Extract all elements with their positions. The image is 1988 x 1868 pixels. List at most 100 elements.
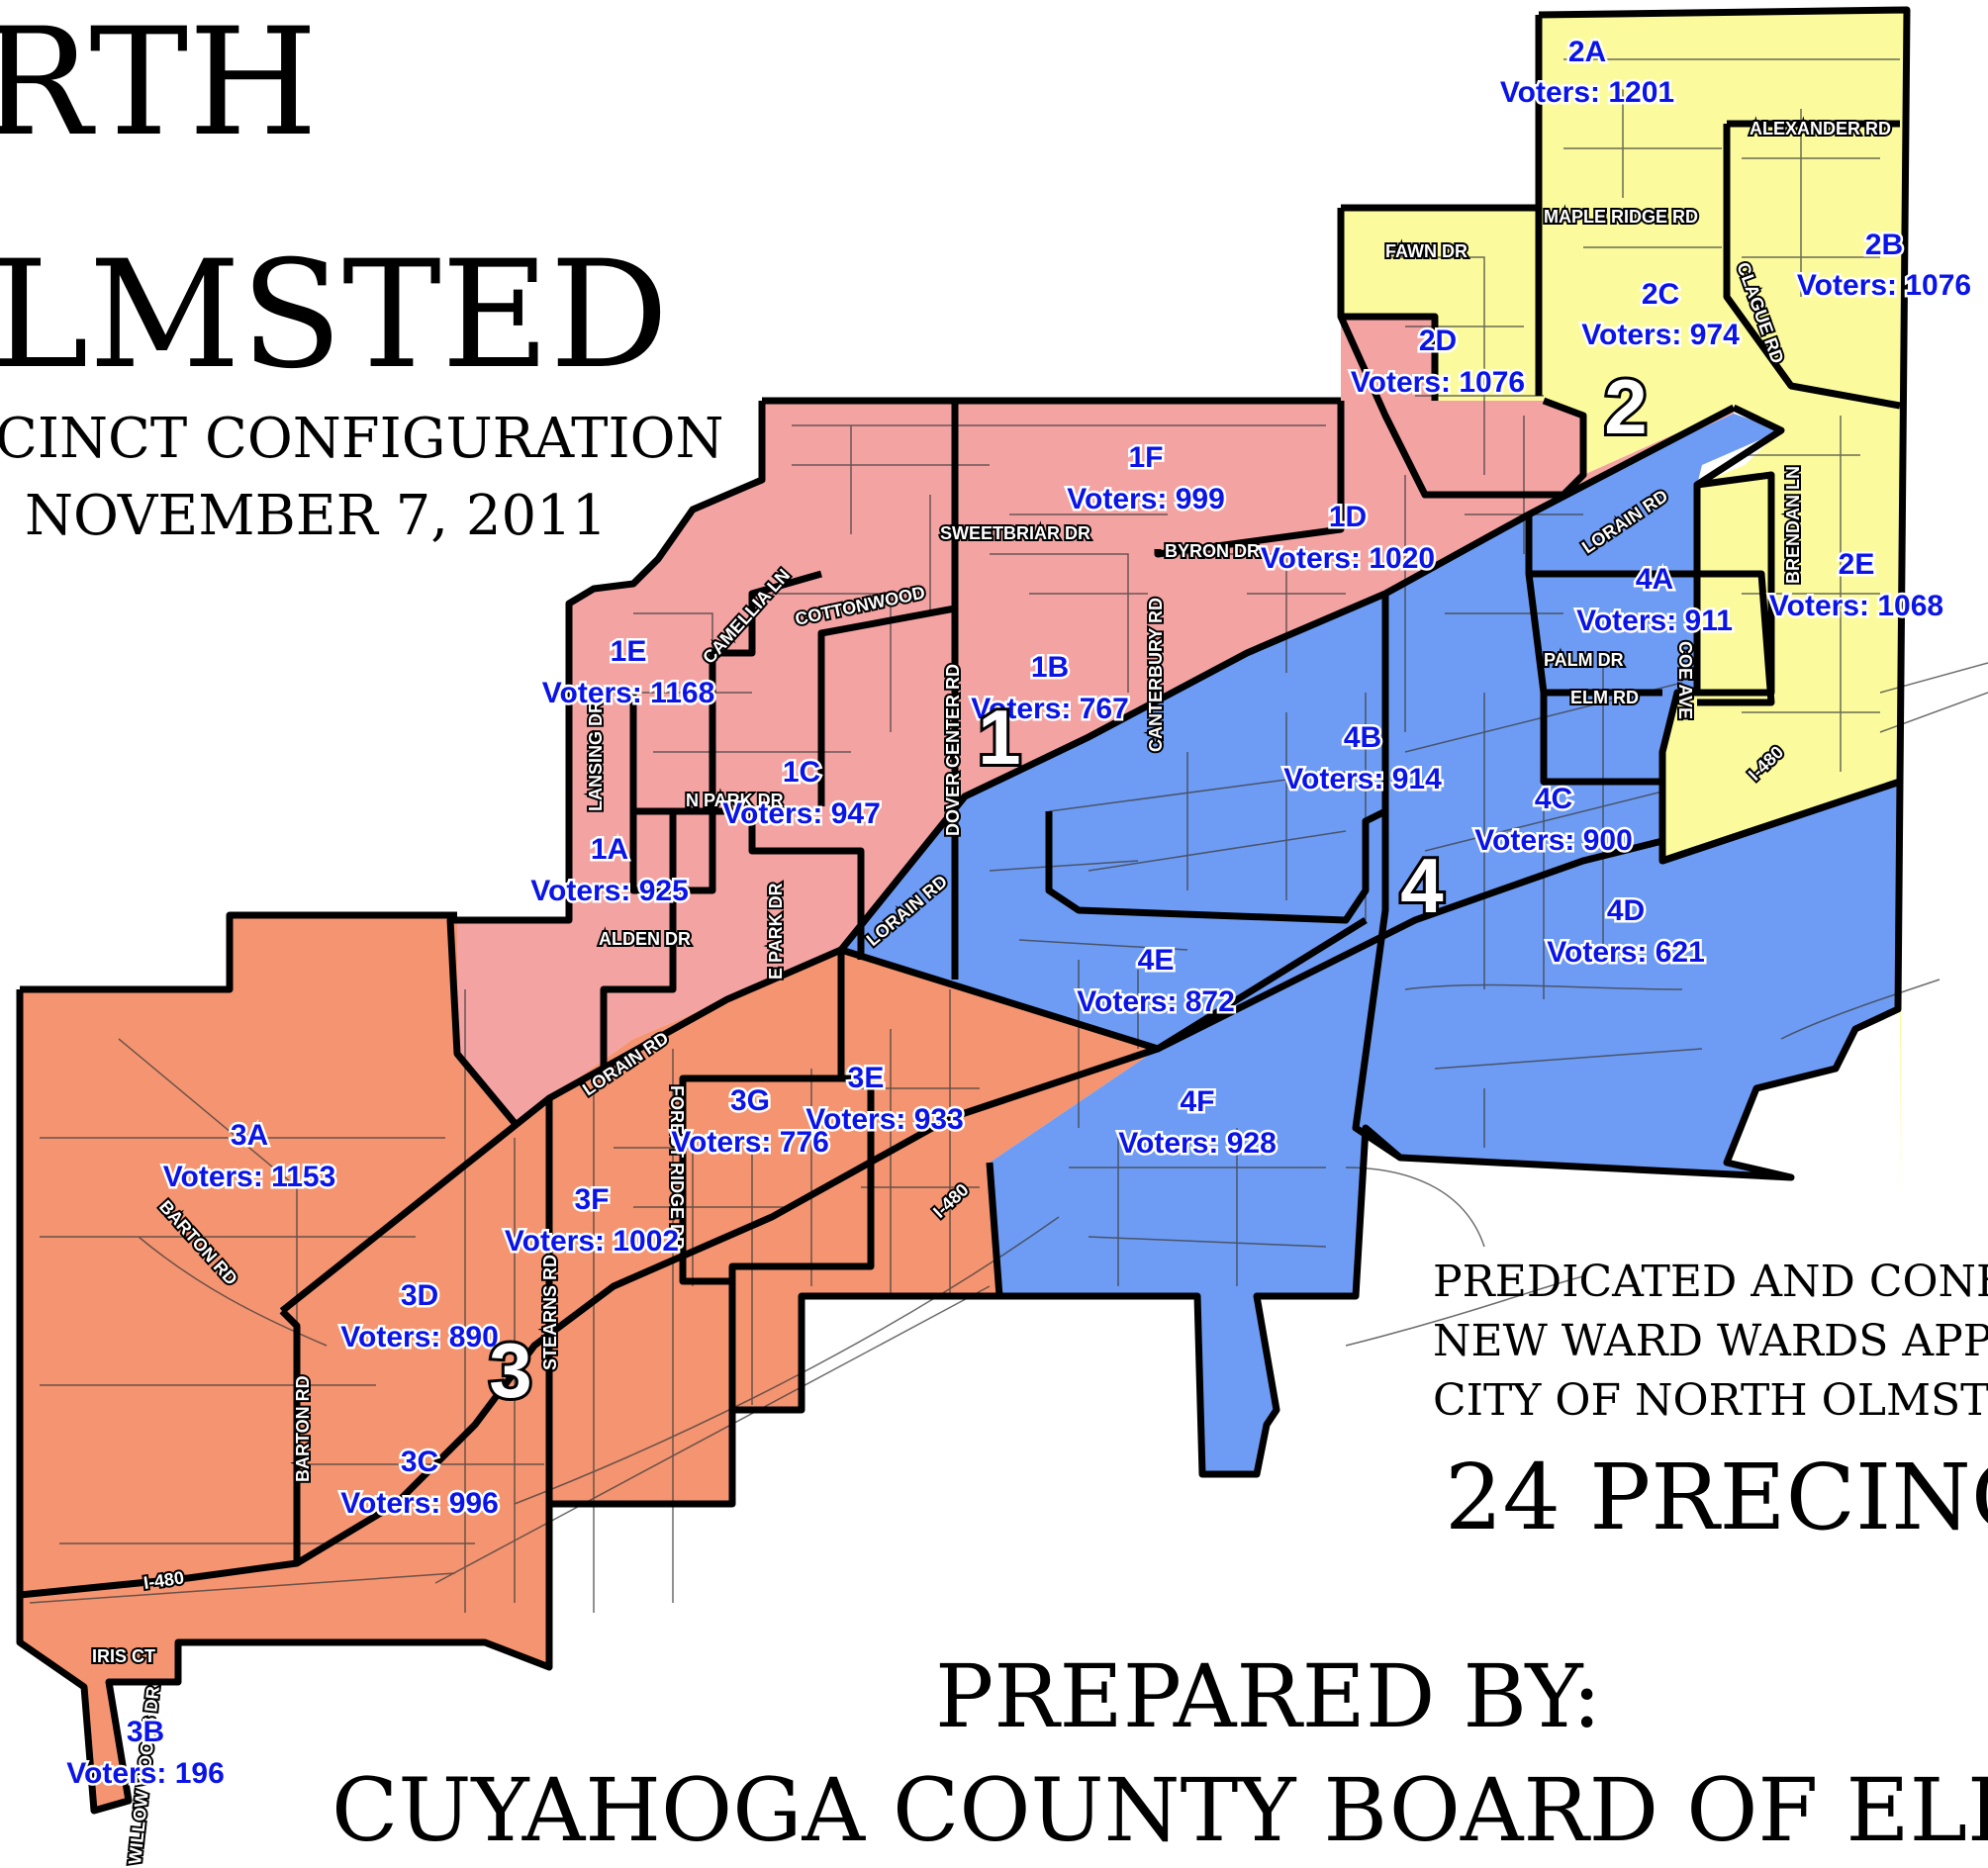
precinct-3e-label: 3E Voters: 933 bbox=[804, 1060, 967, 1139]
title-line-2: LMSTED bbox=[0, 230, 669, 402]
svg-text:3G: 3G bbox=[730, 1084, 770, 1117]
precinct-4c-label: 4C Voters: 900 bbox=[1472, 781, 1636, 860]
svg-text:2D: 2D bbox=[1419, 325, 1457, 357]
ward-1-area bbox=[450, 317, 1734, 1123]
svg-text:1C: 1C bbox=[783, 756, 820, 789]
svg-text:Voters: 996: Voters: 996 bbox=[340, 1487, 499, 1520]
note-line-3: CITY OF NORTH OLMSTE bbox=[1433, 1375, 1988, 1426]
ward-number-1: 1 bbox=[978, 694, 1020, 781]
precinct-count: 24 PRECINC bbox=[1445, 1445, 1988, 1550]
precinct-3f-label: 3F Voters: 1002 bbox=[502, 1181, 681, 1261]
street-label: MAPLE RIDGE RD bbox=[1544, 207, 1698, 227]
street-label: ALEXANDER RD bbox=[1750, 119, 1891, 139]
prepared-by-name: CUYAHOGA COUNTY BOARD OF ELEC bbox=[331, 1759, 1988, 1861]
street-label: ALDEN DR bbox=[599, 929, 691, 949]
street-label: N PARK DR bbox=[686, 791, 784, 810]
svg-text:2B: 2B bbox=[1865, 229, 1903, 261]
svg-text:Voters: 947: Voters: 947 bbox=[722, 797, 881, 830]
svg-text:4E: 4E bbox=[1138, 944, 1175, 977]
svg-text:2C: 2C bbox=[1642, 278, 1679, 311]
svg-text:1E: 1E bbox=[611, 635, 647, 668]
svg-text:3B: 3B bbox=[127, 1716, 164, 1748]
svg-text:Voters: 621: Voters: 621 bbox=[1547, 936, 1705, 969]
street-label: SWEETBRIAR DR bbox=[940, 523, 1090, 543]
svg-text:4A: 4A bbox=[1636, 563, 1673, 596]
svg-text:Voters: 1076: Voters: 1076 bbox=[1797, 269, 1971, 302]
title-line-3: CINCT CONFIGURATION bbox=[0, 407, 724, 471]
ward-2-area bbox=[1341, 10, 1907, 1197]
ward-number-2: 2 bbox=[1604, 363, 1647, 450]
svg-text:Voters: 872: Voters: 872 bbox=[1077, 985, 1235, 1018]
street-network bbox=[29, 58, 1988, 1613]
precinct-3c-label: 3C Voters: 996 bbox=[338, 1444, 502, 1523]
prepared-by-heading: PREPARED BY: bbox=[935, 1645, 1601, 1747]
precinct-4d-label: 4D Voters: 621 bbox=[1545, 892, 1708, 972]
precinct-1f-label: 1F Voters: 999 bbox=[1065, 439, 1228, 518]
svg-text:Voters: 196: Voters: 196 bbox=[66, 1757, 225, 1790]
svg-text:Voters: 1068: Voters: 1068 bbox=[1769, 590, 1943, 622]
svg-text:Voters: 1002: Voters: 1002 bbox=[505, 1225, 679, 1258]
street-label: ELM RD bbox=[1570, 688, 1639, 707]
svg-text:Voters: 928: Voters: 928 bbox=[1118, 1127, 1277, 1160]
precinct-4e-label: 4E Voters: 872 bbox=[1075, 942, 1238, 1021]
svg-text:1F: 1F bbox=[1128, 441, 1163, 474]
street-label: FAWN DR bbox=[1385, 241, 1467, 261]
svg-text:1B: 1B bbox=[1031, 651, 1069, 684]
prepared-block: PREPARED BY: CUYAHOGA COUNTY BOARD OF EL… bbox=[331, 1645, 1988, 1861]
svg-text:Voters: 999: Voters: 999 bbox=[1067, 483, 1225, 515]
svg-text:1D: 1D bbox=[1329, 501, 1367, 533]
svg-text:Voters: 914: Voters: 914 bbox=[1283, 763, 1442, 795]
svg-text:3F: 3F bbox=[574, 1183, 609, 1216]
svg-text:4F: 4F bbox=[1180, 1085, 1214, 1118]
lorain-rd-line bbox=[279, 404, 1736, 1314]
svg-text:4C: 4C bbox=[1535, 783, 1572, 815]
street-label: CANTERBURY RD bbox=[1146, 598, 1166, 752]
precinct-1a-label: 1A Voters: 925 bbox=[528, 831, 692, 910]
precinct-2c-label: 2C Voters: 974 bbox=[1579, 276, 1743, 354]
ward-number-3: 3 bbox=[489, 1327, 531, 1414]
precinct-1e-label: 1E Voters: 1168 bbox=[539, 633, 717, 712]
svg-text:1A: 1A bbox=[591, 833, 628, 866]
street-label: LANSING DR bbox=[586, 700, 606, 811]
note-line-1: PREDICATED AND CONFO bbox=[1433, 1257, 1988, 1307]
street-label: BRENDAN LN bbox=[1783, 466, 1803, 584]
precinct-3d-label: 3D Voters: 890 bbox=[338, 1277, 502, 1356]
ward-number-4: 4 bbox=[1400, 842, 1443, 929]
svg-text:3E: 3E bbox=[848, 1062, 885, 1094]
svg-text:Voters: 1076: Voters: 1076 bbox=[1351, 366, 1525, 399]
precinct-borders bbox=[16, 6, 1911, 1815]
street-label: BARTON RD bbox=[293, 1375, 313, 1482]
svg-text:3A: 3A bbox=[231, 1119, 268, 1152]
svg-text:3C: 3C bbox=[401, 1446, 438, 1478]
street-label: IRIS CT bbox=[92, 1646, 155, 1666]
street-label: COE AVE bbox=[1675, 641, 1695, 719]
svg-text:Voters: 933: Voters: 933 bbox=[805, 1103, 964, 1136]
title-block: RTH LMSTED CINCT CONFIGURATION NOVEMBER … bbox=[0, 0, 724, 548]
svg-text:2E: 2E bbox=[1839, 548, 1875, 581]
svg-text:4D: 4D bbox=[1607, 894, 1645, 927]
svg-text:Voters: 900: Voters: 900 bbox=[1474, 824, 1633, 857]
svg-text:Voters: 974: Voters: 974 bbox=[1581, 319, 1740, 351]
title-line-1: RTH bbox=[0, 0, 318, 169]
svg-text:3D: 3D bbox=[401, 1279, 438, 1312]
precinct-2e-label: 2E Voters: 1068 bbox=[1766, 546, 1945, 625]
street-label: PALM DR bbox=[1544, 650, 1624, 670]
precinct-4f-label: 4F Voters: 928 bbox=[1116, 1083, 1279, 1163]
ward-numbers: 1 2 3 4 bbox=[486, 360, 1650, 1417]
note-line-2: NEW WARD WARDS APPR bbox=[1433, 1316, 1988, 1366]
svg-text:Voters: 890: Voters: 890 bbox=[340, 1321, 499, 1354]
svg-text:Voters: 776: Voters: 776 bbox=[671, 1126, 829, 1159]
svg-text:Voters: 1168: Voters: 1168 bbox=[542, 677, 715, 709]
svg-text:Voters: 1201: Voters: 1201 bbox=[1500, 76, 1674, 109]
street-label: E PARK DR bbox=[766, 883, 786, 980]
svg-text:Voters: 925: Voters: 925 bbox=[530, 875, 689, 907]
precinct-3b-label: 3B Voters: 196 bbox=[64, 1714, 228, 1793]
street-label: DOVER CENTER RD bbox=[943, 664, 963, 836]
